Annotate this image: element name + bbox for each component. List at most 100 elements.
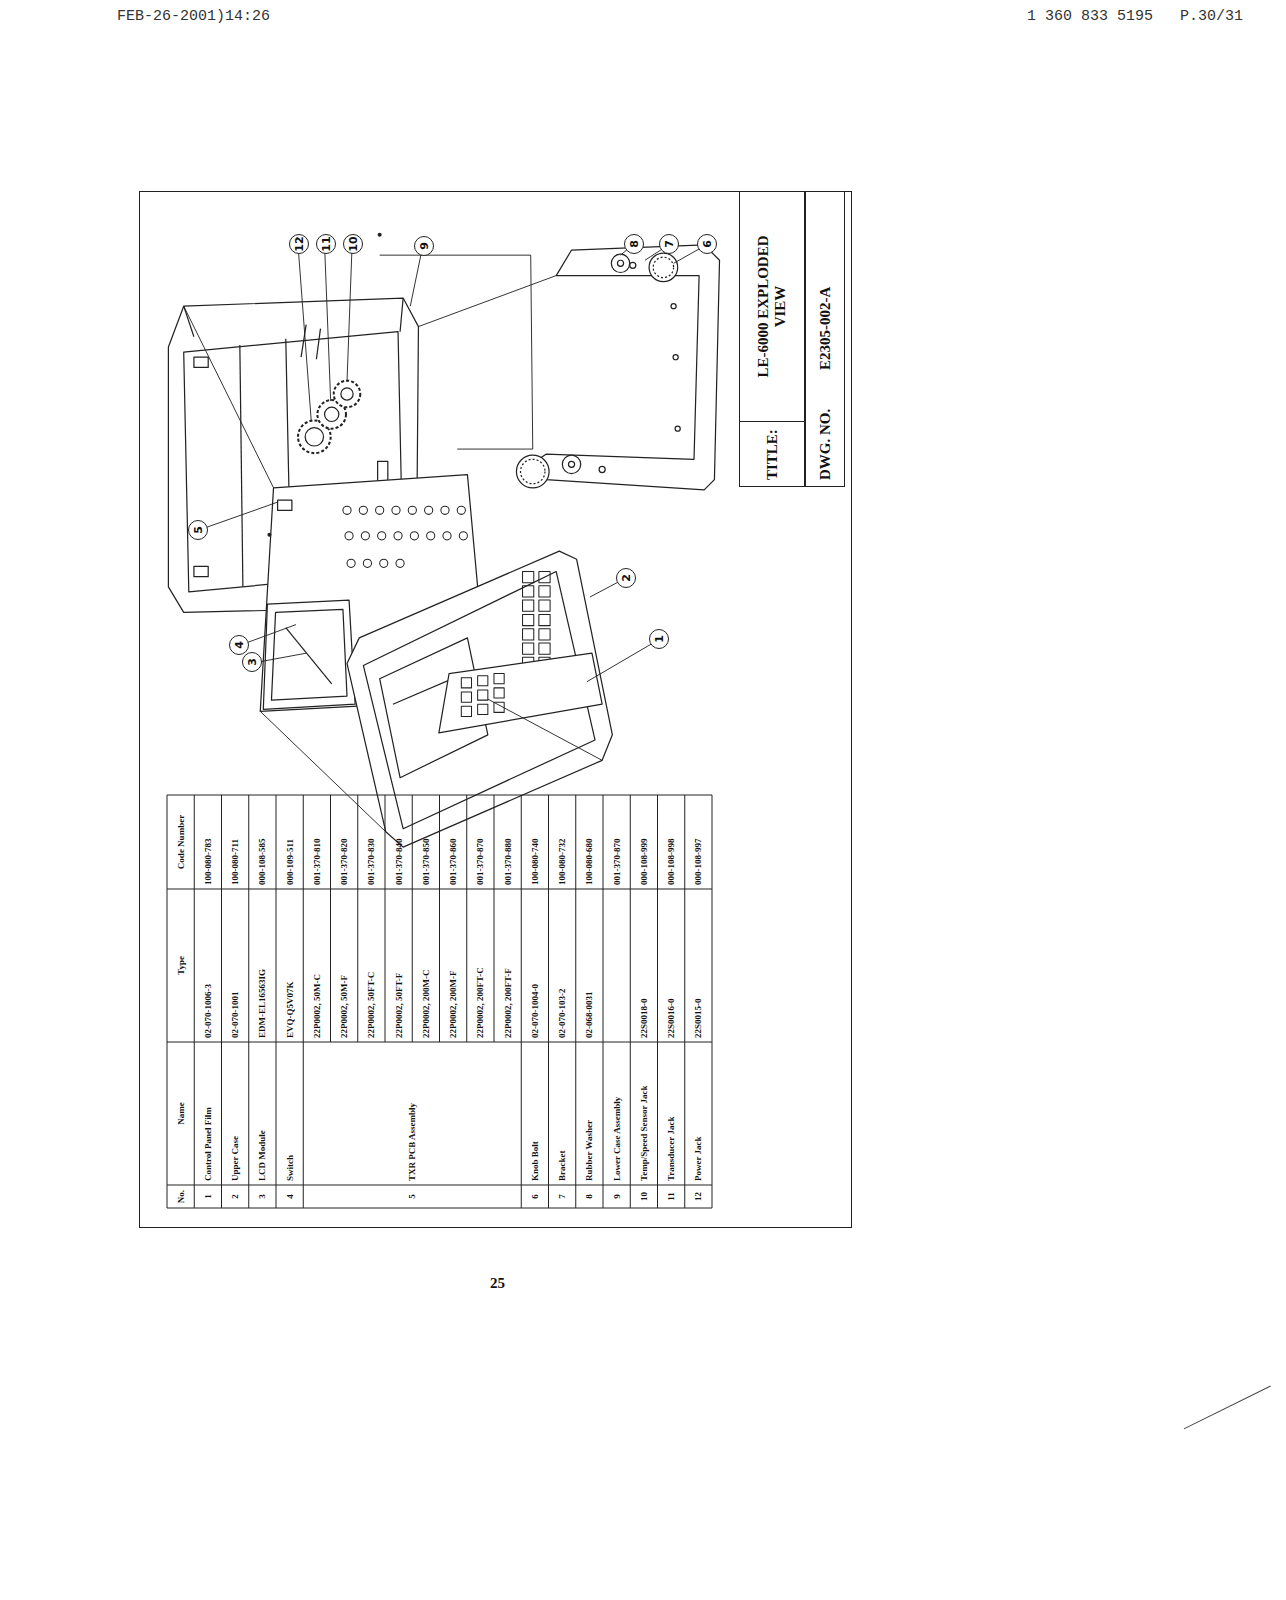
table-rule	[167, 1208, 712, 1209]
callout-number: 7	[659, 234, 679, 254]
pcb-assembly	[408, 506, 416, 514]
control-panel-film	[439, 653, 602, 733]
table-cell: 22P0002, 200M-C	[413, 891, 438, 1040]
pcb-assembly	[410, 532, 418, 540]
leader-line	[298, 245, 311, 422]
fax-header: 1 360 833 5195	[1027, 8, 1153, 25]
callout-number: 4	[229, 635, 249, 655]
table-rule	[548, 795, 549, 1208]
table-rule	[276, 795, 277, 1208]
table-cell: Lower Case Assembly	[604, 1044, 629, 1183]
fax-header: )	[216, 8, 225, 25]
jack-gears	[305, 428, 323, 446]
upper-case	[347, 551, 612, 847]
jack-gears	[341, 388, 353, 400]
callout-number: 1	[649, 629, 669, 649]
title-text: E2305-002-A	[806, 192, 844, 376]
table-rule	[494, 795, 495, 1042]
table-cell: 12	[686, 1187, 711, 1206]
table-cell: 02-070-103-2	[550, 891, 575, 1040]
leader-line	[325, 245, 331, 401]
mark-dot	[378, 233, 382, 237]
upper-case	[380, 638, 488, 778]
pcb-assembly	[380, 559, 388, 567]
table-cell: 3	[250, 1187, 275, 1206]
assembly-line	[380, 255, 533, 449]
table-cell: EVQ-Q5V07K	[277, 891, 302, 1040]
callout-number: 11	[316, 234, 336, 254]
jack-gears	[334, 381, 361, 408]
callout-number: 8	[624, 234, 644, 254]
upper-case	[523, 572, 534, 583]
leader-line	[197, 502, 278, 531]
bracket	[531, 245, 720, 490]
pcb-assembly	[343, 506, 351, 514]
callout-number: 9	[414, 236, 434, 256]
table-header: Name	[168, 1044, 193, 1183]
table-cell: Bracket	[550, 1044, 575, 1183]
knob-bolt	[516, 253, 677, 488]
table-cell: 11	[659, 1187, 684, 1206]
callout-text: 9	[419, 242, 430, 250]
table-rule	[412, 795, 413, 1042]
rubber-washer	[611, 254, 629, 272]
callout-number: 12	[289, 234, 309, 254]
pcb-assembly	[263, 600, 355, 709]
bracket	[630, 262, 636, 268]
fax-stroke	[1184, 1386, 1271, 1429]
callout-number: 2	[616, 568, 636, 588]
upper-case	[539, 614, 550, 625]
table-rule	[167, 795, 712, 796]
title-block: DWG. NO.E2305-002-A	[805, 191, 845, 487]
pcb-assembly	[459, 532, 467, 540]
rubber-washer	[562, 254, 629, 473]
pcb-assembly	[278, 500, 292, 510]
callout-text: 12	[294, 236, 305, 251]
table-rule	[357, 795, 358, 1042]
table-rule	[466, 795, 467, 1042]
table-cell: 001-370-830	[359, 797, 384, 887]
rubber-washer	[617, 260, 623, 266]
upper-case	[347, 551, 612, 847]
table-cell: TXR PCB Assembly	[304, 1044, 520, 1183]
table-cell: 000-109-511	[277, 797, 302, 887]
pcb-assembly	[345, 532, 353, 540]
pcb-assembly	[359, 506, 367, 514]
table-header: Type	[168, 891, 193, 1040]
lower-case	[400, 298, 403, 332]
table-cell: EDM-EL16563IG	[250, 891, 275, 1040]
pcb-assembly	[363, 559, 371, 567]
pcb-assembly	[376, 506, 384, 514]
callout-number: 5	[188, 520, 208, 540]
bracket	[531, 245, 720, 490]
table-cell: 9	[604, 1187, 629, 1206]
table-rule	[221, 795, 222, 1208]
lower-case	[240, 345, 243, 587]
leader-line	[410, 247, 422, 306]
pcb-assembly	[441, 506, 449, 514]
title-text: LE-6000 EXPLODED VIEW	[740, 192, 804, 422]
leader-line	[587, 640, 658, 682]
pcb-assembly	[396, 559, 404, 567]
table-cell: 100-080-732	[550, 797, 575, 887]
upper-case	[539, 600, 550, 611]
table-cell: 2	[223, 1187, 248, 1206]
upper-case	[523, 629, 534, 640]
table-cell: 22P0002, 200FT-F	[495, 891, 520, 1040]
control-panel-film	[461, 692, 471, 702]
callout-text: 4	[234, 641, 245, 649]
title-text: DWG. NO.	[806, 376, 844, 486]
knob-bolt	[653, 257, 673, 277]
callout-text: 5	[193, 526, 204, 534]
table-cell: Knob Bolt	[522, 1044, 547, 1183]
table-rule	[248, 795, 249, 1208]
bracket	[671, 304, 676, 309]
table-cell: LCD Module	[250, 1044, 275, 1183]
table-rule	[385, 795, 386, 1042]
table-cell: 7	[550, 1187, 575, 1206]
table-cell: 100-080-680	[577, 797, 602, 887]
callout-text: 10	[348, 236, 359, 251]
table-rule	[657, 795, 658, 1208]
table-cell: 02-070-1001	[223, 891, 248, 1040]
table-rule	[194, 795, 195, 1208]
